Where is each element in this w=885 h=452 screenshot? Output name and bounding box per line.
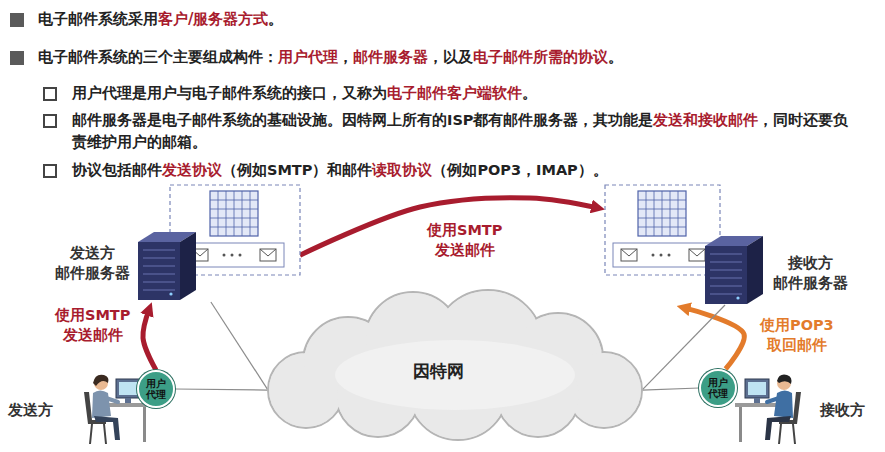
bullet-square <box>10 51 24 65</box>
body-text: ，以及 <box>428 48 473 66</box>
bullet-text: 协议包括邮件发送协议（例如SMTP）和邮件读取协议（例如POP3，IMAP）。 <box>72 159 872 181</box>
body-text: 协议包括邮件 <box>72 162 162 178</box>
body-text: 电子邮件系统的三个主要组成构件： <box>38 48 278 66</box>
server-icon <box>138 232 196 300</box>
body-text: （例如POP3，IMAP）。 <box>432 162 607 178</box>
internet-cloud <box>268 290 642 440</box>
cloud-label: 因特网 <box>413 360 464 383</box>
network-cloud: 因特网 <box>268 290 642 440</box>
body-text: （例如SMTP）和邮件 <box>222 162 372 178</box>
body-text: 电子邮件系统采用 <box>38 10 158 28</box>
mail-server: 接收方 邮件服务器 <box>605 185 765 305</box>
network-link <box>642 388 699 390</box>
edge-label: 使用SMTP 发送邮件 <box>424 220 505 261</box>
edge-label: 使用SMTP 发送邮件 <box>52 305 133 346</box>
body-text: 。 <box>608 48 623 66</box>
network-link <box>175 389 268 390</box>
mail-flow-arrow <box>143 308 156 370</box>
sub-bullet <box>44 88 56 100</box>
server-label: 接收方 邮件服务器 <box>773 253 848 294</box>
body-text: ， <box>338 48 353 66</box>
server-drawing <box>138 185 300 302</box>
receiver-person <box>735 375 801 444</box>
body-text: 邮件服务器是电子邮件系统的基础设施。因特网上所有的ISP都有邮件服务器，其功能是 <box>72 112 653 128</box>
highlight-text: 电子邮件所需的协议 <box>473 48 608 66</box>
edge-label: 使用POP3 取回邮件 <box>757 315 837 356</box>
person-label: 发送方 <box>8 401 53 420</box>
highlight-text: 发送协议 <box>162 162 222 178</box>
network-link <box>211 302 268 390</box>
sub-bullet <box>44 165 56 177</box>
bullet-text: 电子邮件系统的三个主要组成构件：用户代理，邮件服务器，以及电子邮件所需的协议。 <box>38 46 878 69</box>
bullet-square <box>10 13 24 27</box>
highlight-text: 客户/服务器方式 <box>158 10 268 28</box>
user-agent-circle: 用户代理 <box>137 370 175 408</box>
mailbox <box>605 185 720 275</box>
bullet-text: 用户代理是用户与电子邮件系统的接口，又称为电子邮件客户端软件。 <box>72 82 872 104</box>
server-label: 发送方 邮件服务器 <box>55 243 130 284</box>
highlight-text: 用户代理 <box>278 48 338 66</box>
highlight-text: 电子邮件客户端软件 <box>387 85 522 101</box>
body-text: 。 <box>268 10 283 28</box>
sub-bullet <box>44 115 56 127</box>
person-label: 接收方 <box>820 401 865 420</box>
body-text: 用户代理是用户与电子邮件系统的接口，又称为 <box>72 85 387 101</box>
server-drawing <box>605 185 765 305</box>
highlight-text: 读取协议 <box>372 162 432 178</box>
bullet-text: 电子邮件系统采用客户/服务器方式。 <box>38 8 878 31</box>
agent-label: 用户代理 <box>708 377 729 399</box>
highlight-text: 发送和接收邮件 <box>653 112 758 128</box>
bullet-text: 邮件服务器是电子邮件系统的基础设施。因特网上所有的ISP都有邮件服务器，其功能是… <box>72 109 862 154</box>
mail-server: 发送方 邮件服务器 <box>138 185 300 302</box>
agent-label: 用户代理 <box>146 378 167 400</box>
server-icon <box>705 236 763 304</box>
user-agent-circle: 用户代理 <box>699 369 737 407</box>
highlight-text: 邮件服务器 <box>353 48 428 66</box>
body-text: 。 <box>522 85 537 101</box>
